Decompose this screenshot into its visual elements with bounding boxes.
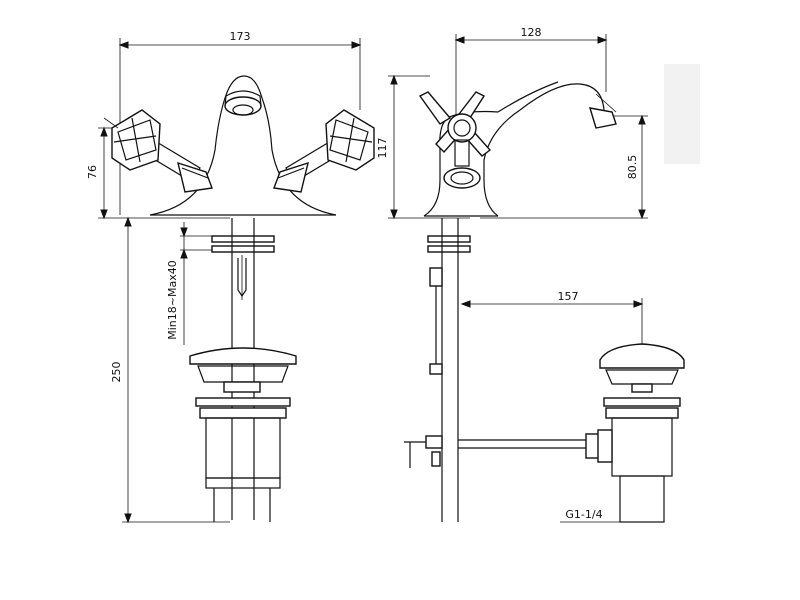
side-waste: G1-1/4 (560, 343, 685, 523)
dimension-width-front: 173 (118, 30, 362, 215)
dimension-spout-reach-label: 128 (521, 26, 542, 39)
dimension-handle-height-label: 76 (86, 165, 99, 179)
dimension-spout-height: 80.5 (480, 114, 648, 220)
front-mounting (211, 218, 275, 520)
dimension-waste-reach: 157 (460, 290, 644, 350)
dimension-width-label: 173 (230, 30, 251, 43)
side-mounting (404, 218, 588, 522)
dimension-spout-height-label: 80.5 (626, 155, 639, 180)
gray-swatch (664, 64, 700, 164)
dimension-waste-reach-label: 157 (558, 290, 579, 303)
dimension-total-height-label: 250 (110, 362, 123, 383)
dimension-body-height: 117 (376, 74, 470, 220)
front-body (149, 75, 337, 216)
thread-label: G1-1/4 (565, 508, 602, 521)
dimension-spout-reach: 128 (454, 26, 608, 128)
front-waste (189, 347, 297, 522)
dimension-body-height-label: 117 (376, 138, 389, 159)
side-view: 128 117 80.5 (376, 26, 685, 523)
dimension-total-height: 250 (110, 216, 230, 524)
front-left-handle (103, 109, 213, 193)
dimension-deck-thickness-label: Min18~Max40 (166, 260, 179, 339)
front-view: 173 76 250 Min18~Max40 (86, 30, 375, 524)
side-cross-handle (418, 91, 492, 189)
side-body (418, 81, 617, 217)
front-right-handle (273, 109, 375, 193)
